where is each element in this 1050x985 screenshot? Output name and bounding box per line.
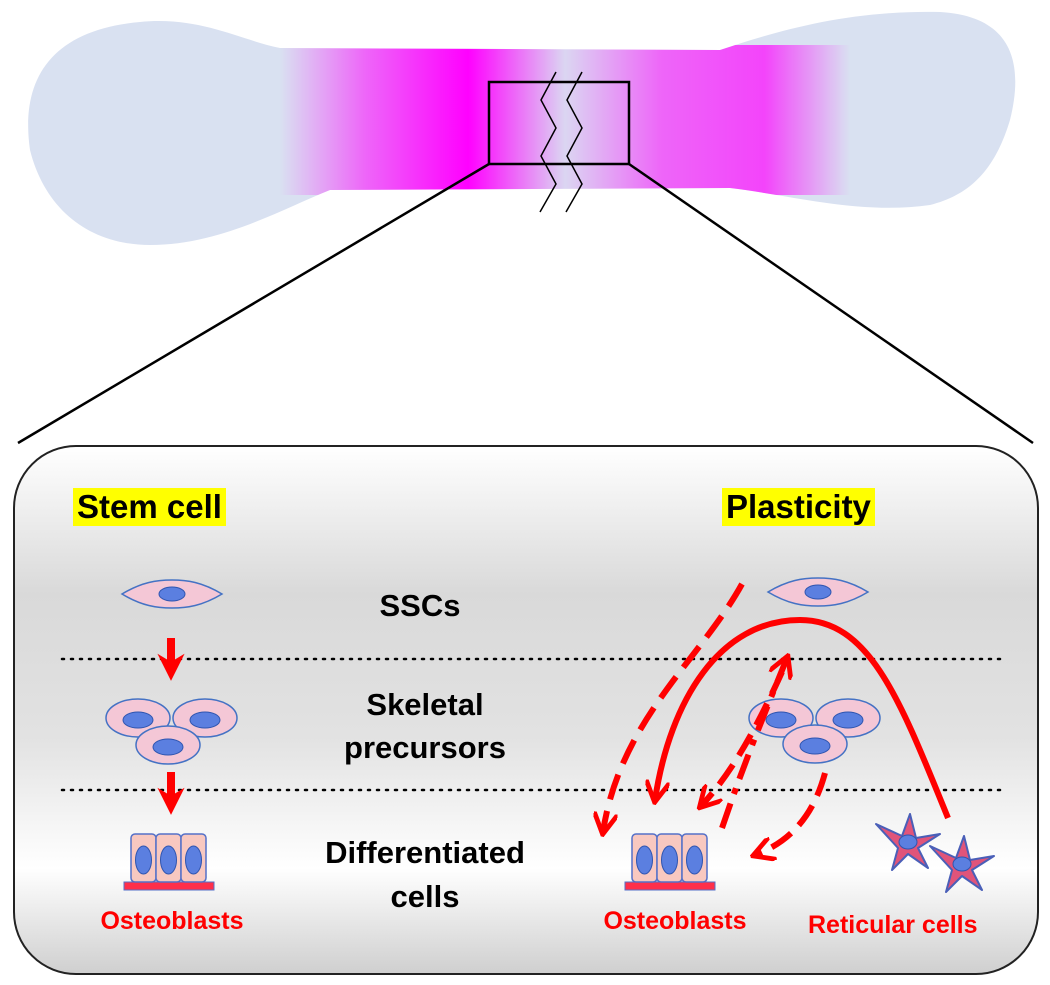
stage-label-cells: cells	[390, 879, 460, 914]
fracture-line-left	[539, 71, 557, 213]
bone-marrow-gradient	[280, 45, 850, 195]
right-precursor-cell-3	[782, 724, 848, 764]
stage-label-precursors: precursors	[344, 730, 506, 765]
arrow-reticular-to-osteoblasts	[655, 616, 951, 820]
zoom-box	[487, 80, 631, 166]
label-right-osteoblasts: Osteoblasts	[603, 907, 747, 935]
zoom-line-right	[628, 162, 1034, 445]
zoom-line-left	[17, 162, 490, 445]
right-osteoblast-cells	[624, 833, 716, 891]
label-left-osteoblasts: Osteoblasts	[100, 907, 244, 935]
arrow-precursor-dashed-to-osteoblasts-2	[755, 772, 828, 855]
left-precursor-cell-3	[135, 725, 201, 765]
left-osteoblast-cells	[123, 833, 215, 891]
fracture-line-right	[565, 71, 583, 213]
stage-label-sscs: SSCs	[379, 588, 461, 623]
heading-plasticity: Plasticity	[722, 488, 875, 526]
heading-stem-cell: Stem cell	[73, 488, 226, 526]
bone-illustration	[17, 11, 1034, 445]
label-reticular-cells: Reticular cells	[808, 911, 978, 939]
arrow-precursor-dashed-to-osteoblasts-1	[701, 670, 785, 806]
stage-label-skeletal: Skeletal	[366, 687, 484, 722]
arrow-ssc-dashed-to-osteoblasts	[603, 582, 745, 832]
stage-label-differentiated: Differentiated	[325, 835, 525, 870]
